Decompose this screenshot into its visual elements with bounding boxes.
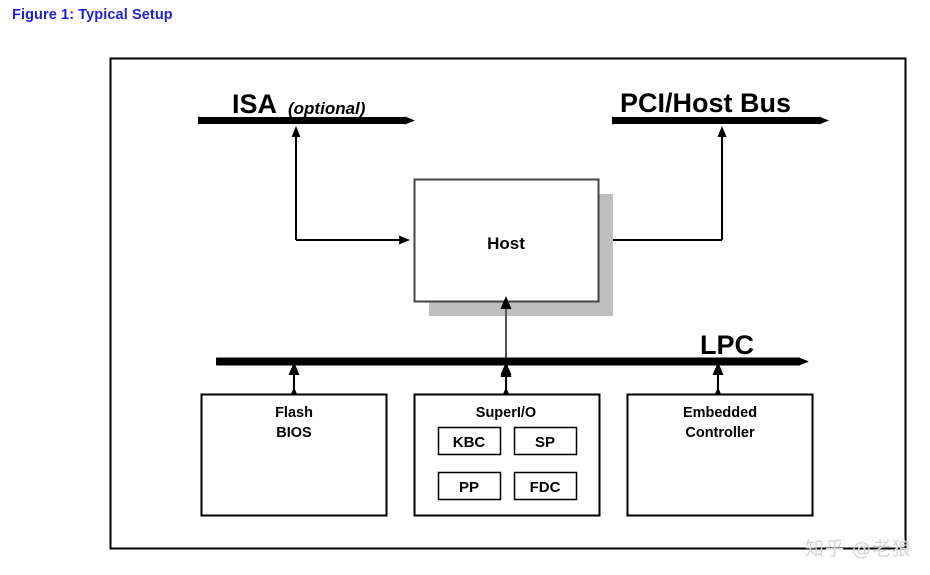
embedded-controller-box (626, 393, 814, 517)
pci-bus-label: PCI/Host Bus (620, 88, 791, 118)
isa-bus-qualifier: (optional) (288, 99, 366, 118)
isa-bus-label: ISA (232, 89, 277, 119)
figure-title: Figure 1: Typical Setup (12, 7, 173, 23)
super-io-node[interactable]: SuperI/O KBC SP PP FDC (413, 393, 601, 517)
pci-host-connector (599, 126, 727, 245)
watermark: 知乎 @老狼 (804, 538, 912, 560)
super-io-block-kbc[interactable]: KBC (437, 426, 502, 456)
super-io-block-pp[interactable]: PP (437, 471, 502, 501)
flash-bios-node[interactable]: Flash BIOS (200, 393, 388, 517)
super-io-block-sp[interactable]: SP (513, 426, 578, 456)
lpc-bus-group: LPC (216, 330, 809, 366)
super-io-block-pp-label: PP (459, 479, 479, 496)
pci-host-bus-group: PCI/Host Bus (612, 88, 829, 125)
super-io-label: SuperI/O (476, 405, 536, 421)
flash-bios-label-line1: Flash (275, 405, 313, 421)
super-io-block-kbc-label: KBC (453, 434, 486, 451)
lpc-bus-label: LPC (700, 330, 754, 360)
embedded-controller-node[interactable]: Embedded Controller (626, 393, 814, 517)
flash-bios-label-line2: BIOS (276, 425, 312, 441)
super-io-block-fdc-label: FDC (530, 479, 561, 496)
embedded-controller-label-line2: Controller (685, 425, 755, 441)
super-io-block-sp-label: SP (535, 434, 555, 451)
flash-bios-box (200, 393, 388, 517)
isa-bus-group: ISA (optional) (198, 89, 415, 125)
host-label: Host (487, 234, 525, 253)
isa-host-connector (291, 126, 410, 245)
super-io-block-fdc[interactable]: FDC (513, 471, 578, 501)
embedded-controller-label-line1: Embedded (683, 405, 757, 421)
host-node[interactable]: Host (413, 178, 614, 317)
host-box (413, 178, 600, 303)
